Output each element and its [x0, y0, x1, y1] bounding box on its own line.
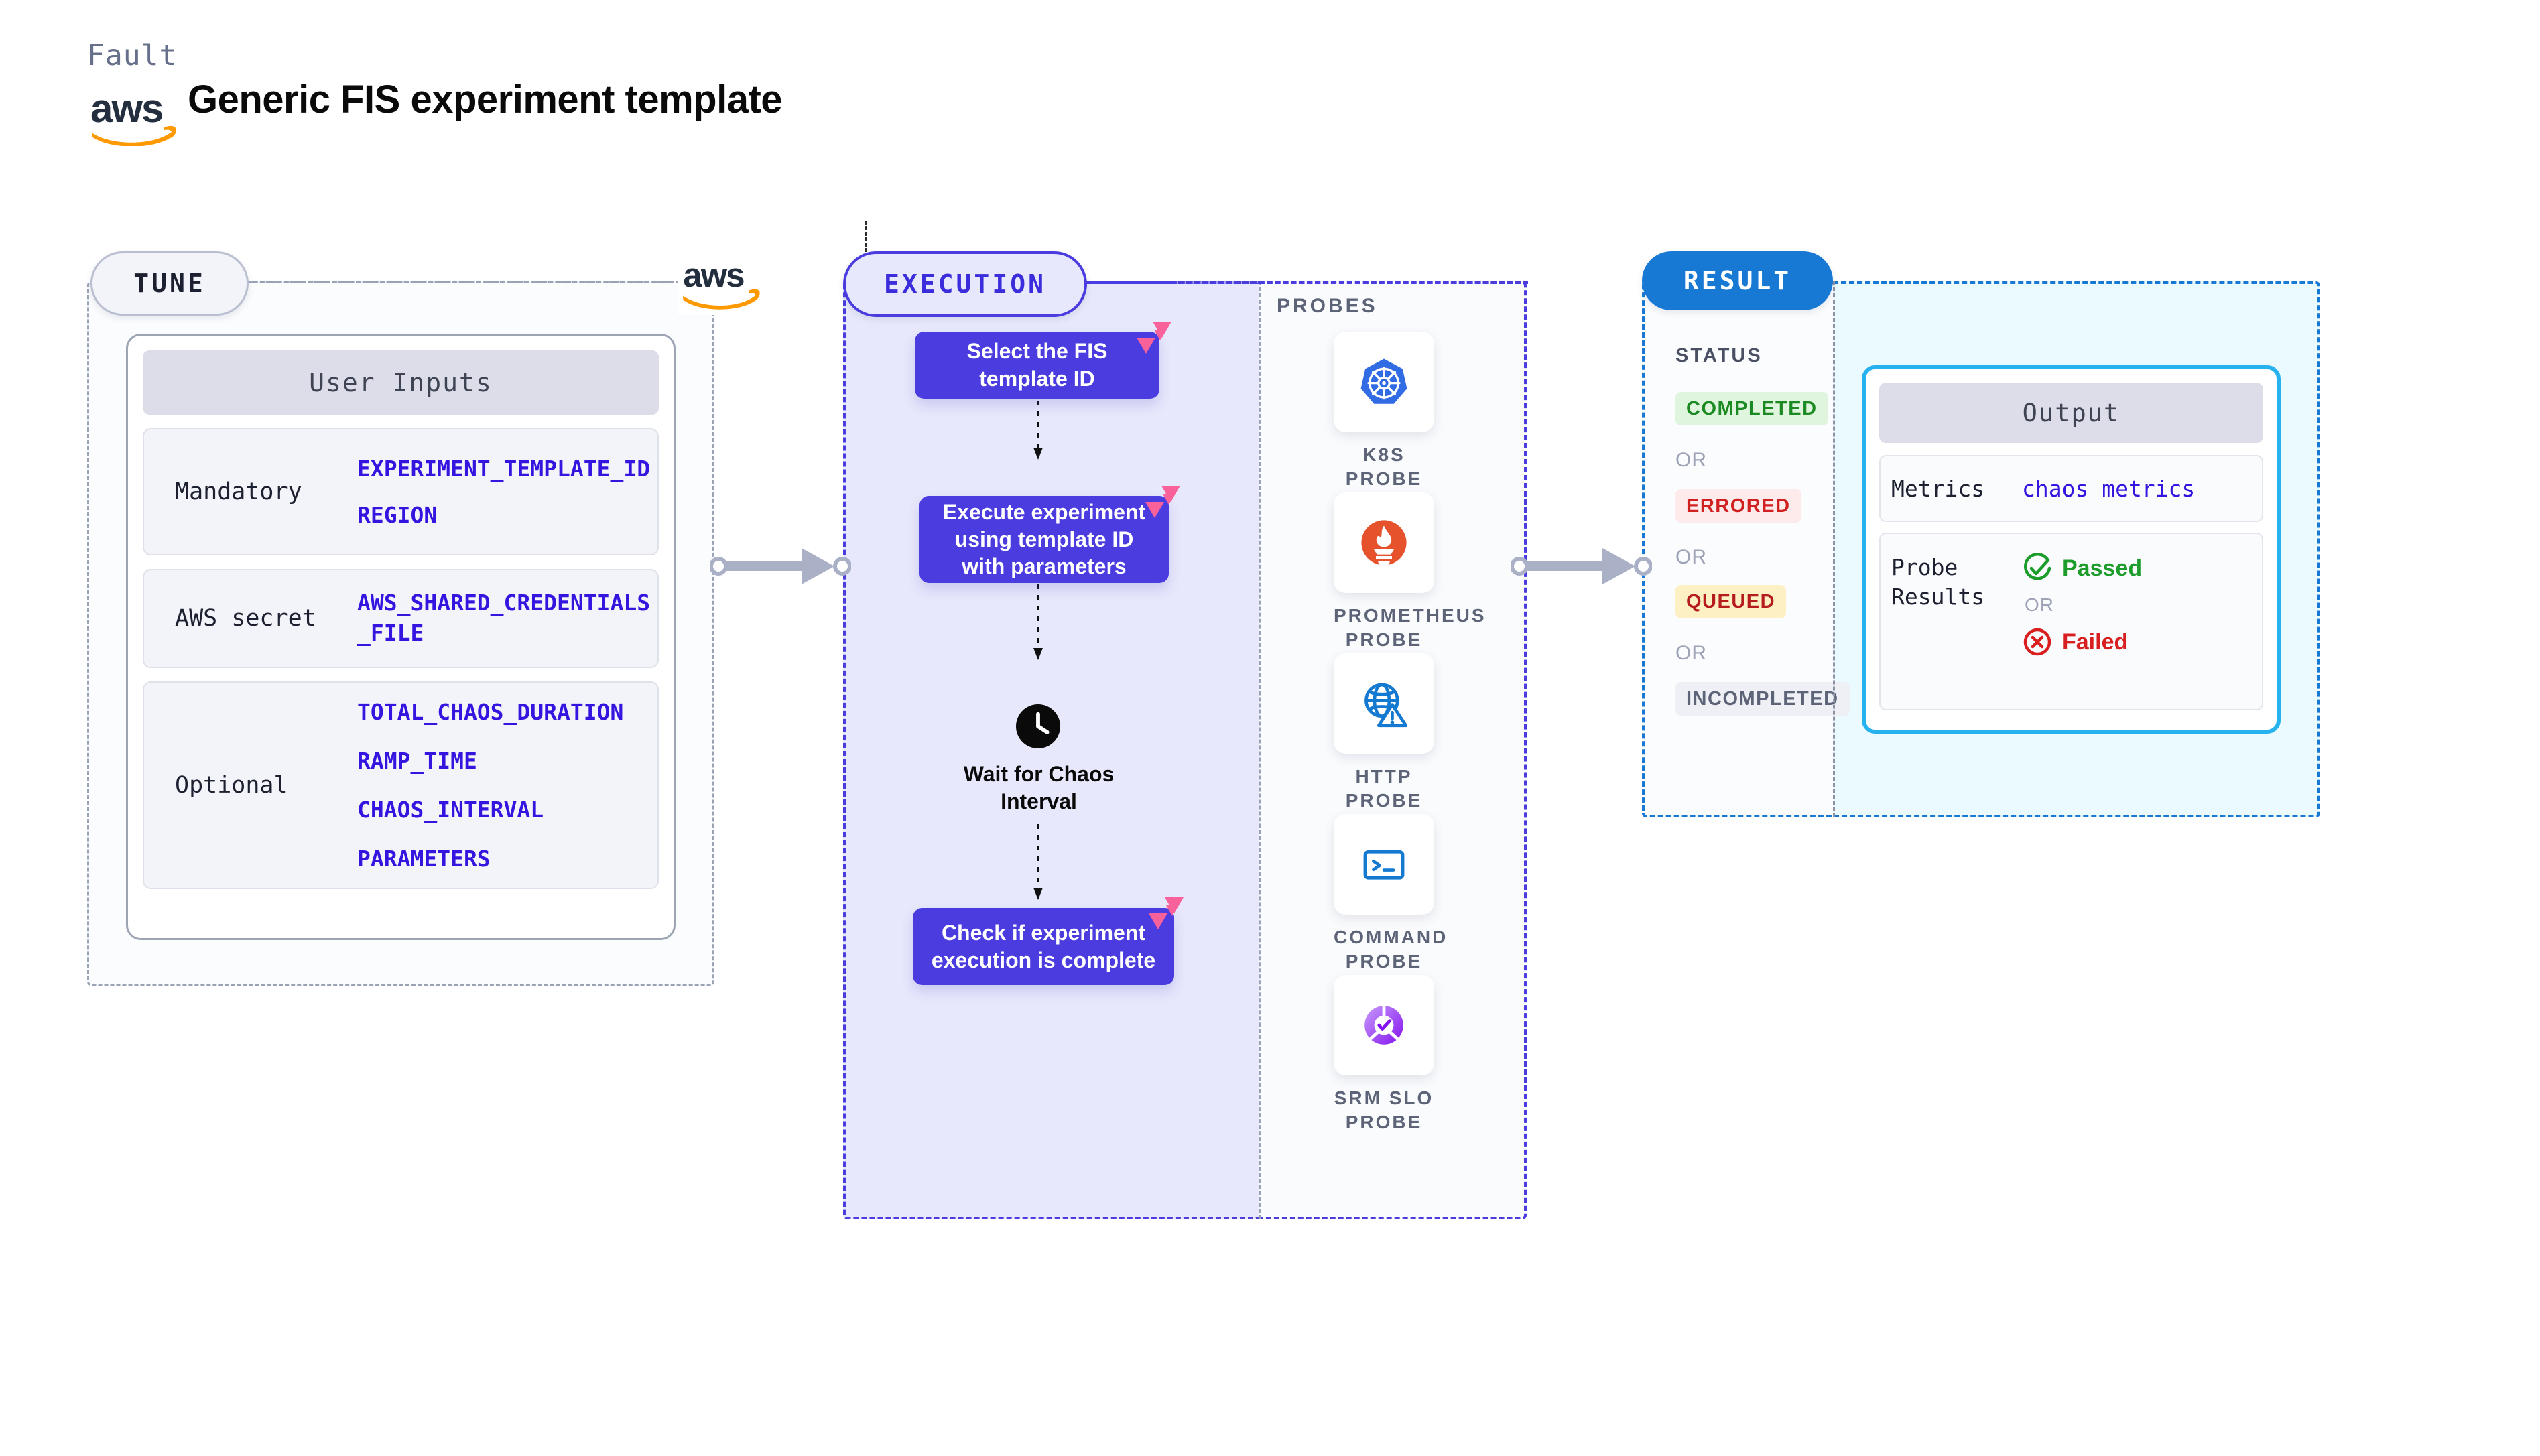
user-inputs-title: User Inputs: [143, 350, 659, 415]
probe-label: COMMAND PROBE: [1334, 927, 1448, 972]
env-var: TOTAL_CHAOS_DURATION: [357, 699, 624, 725]
terminal-icon: [1334, 814, 1434, 915]
or-label: OR: [1675, 546, 1707, 568]
failed-label: Failed: [2062, 628, 2129, 655]
input-group-label: Mandatory: [175, 478, 302, 505]
status-badge-queued: QUEUED: [1675, 585, 1787, 618]
flow-step-check-complete[interactable]: Check if experiment execution is complet…: [913, 908, 1174, 985]
env-var: REGION: [357, 502, 438, 528]
passed-label: Passed: [2062, 555, 2143, 581]
flow-step-wait-label: Wait for Chaos Interval: [963, 762, 1115, 813]
output-title: Output: [1879, 383, 2263, 443]
env-var: RAMP_TIME: [357, 748, 477, 774]
arrow-tune-to-execution: [709, 543, 852, 593]
probe-results-values: Passed OR Failed: [2022, 553, 2142, 657]
env-var: EXPERIMENT_TEMPLATE_ID: [357, 456, 651, 482]
flow-step-select-template[interactable]: Select the FIS template ID: [915, 332, 1159, 399]
probe-item-prometheus[interactable]: PROMETHEUS PROBE: [1334, 492, 1486, 653]
or-label: OR: [2025, 594, 2054, 615]
tune-section: User Inputs Mandatory EXPERIMENT_TEMPLAT…: [87, 281, 714, 986]
env-var: CHAOS_INTERVAL: [357, 797, 544, 823]
user-inputs-card: User Inputs Mandatory EXPERIMENT_TEMPLAT…: [126, 334, 676, 940]
check-circle-icon: [2023, 553, 2051, 580]
env-var: AWS_SHARED_CREDENTIALS _FILE: [357, 590, 651, 646]
env-var: PARAMETERS: [357, 846, 491, 872]
input-group-label: AWS secret: [175, 605, 316, 632]
probe-label: HTTP PROBE: [1345, 766, 1423, 811]
eyebrow-label: Fault: [87, 39, 178, 72]
probe-label: PROMETHEUS PROBE: [1334, 605, 1486, 651]
input-group-aws-secret: AWS secret AWS_SHARED_CREDENTIALS _FILE: [143, 569, 659, 668]
http-globe-warning-icon: [1334, 653, 1434, 754]
probe-item-http[interactable]: HTTP PROBE: [1334, 653, 1434, 813]
page-title: Generic FIS experiment template: [188, 78, 783, 121]
execution-top-tick: [865, 221, 867, 252]
input-group-mandatory: Mandatory EXPERIMENT_TEMPLATE_ID REGION: [143, 428, 659, 555]
aws-badge-icon: aws: [678, 248, 764, 315]
input-group-vars: TOTAL_CHAOS_DURATION RAMP_TIME CHAOS_INT…: [357, 701, 645, 870]
x-circle-icon: [2023, 628, 2051, 656]
output-card: Output Metrics chaos metrics Probe Resul…: [1862, 365, 2281, 734]
prometheus-icon: [1334, 492, 1434, 593]
flow-arrow-2: [1033, 584, 1043, 665]
input-group-vars: EXPERIMENT_TEMPLATE_ID REGION: [357, 458, 650, 526]
or-label: OR: [1675, 642, 1707, 664]
litmus-logo-icon: [1135, 320, 1173, 354]
execution-panel-divider: [1259, 281, 1261, 1219]
metrics-value[interactable]: chaos metrics: [2022, 475, 2196, 502]
arrow-execution-to-result: [1510, 543, 1653, 593]
litmus-logo-icon: [1144, 484, 1182, 518]
clock-icon: [1015, 704, 1061, 752]
probe-item-command[interactable]: COMMAND PROBE: [1334, 814, 1448, 974]
status-badge-errored: ERRORED: [1675, 489, 1801, 523]
svg-text:aws: aws: [90, 86, 162, 131]
page-header: Fault aws Generic FIS experiment templat…: [87, 39, 1159, 173]
flow-arrow-1: [1033, 401, 1043, 464]
tune-section-pill: TUNE: [90, 251, 249, 316]
or-label: OR: [1675, 449, 1707, 471]
probes-title: PROBES: [1277, 295, 1378, 317]
litmus-logo-icon: [1147, 896, 1185, 929]
execution-connector-line: [1076, 281, 1528, 284]
probe-item-srm-slo[interactable]: SRM SLO PROBE: [1334, 975, 1434, 1135]
probe-result-failed: Failed: [2022, 626, 2142, 657]
status-badge-completed: COMPLETED: [1675, 392, 1828, 425]
result-section-pill: RESULT: [1642, 251, 1833, 310]
metrics-label: Metrics: [1891, 475, 1985, 502]
execution-flow-panel: [843, 281, 1259, 1219]
aws-logo: aws: [89, 80, 178, 147]
probe-results-row: Probe Results Passed OR Failed: [1879, 533, 2263, 710]
probe-label: SRM SLO PROBE: [1334, 1087, 1434, 1133]
srm-slo-donut-icon: [1334, 975, 1434, 1075]
probe-result-passed: Passed: [2022, 553, 2142, 584]
status-title: STATUS: [1675, 345, 1763, 367]
kubernetes-icon: [1334, 332, 1434, 432]
result-status-panel: [1642, 281, 1833, 817]
tune-connector-line: [244, 281, 713, 283]
probe-results-label: Probe Results: [1891, 554, 1985, 610]
input-group-vars: AWS_SHARED_CREDENTIALS _FILE: [357, 588, 650, 648]
probe-item-k8s[interactable]: K8S PROBE: [1334, 332, 1434, 492]
input-group-label: Optional: [175, 772, 288, 799]
flow-step-execute-experiment[interactable]: Execute experiment using template ID wit…: [919, 496, 1169, 583]
result-panel-divider: [1833, 281, 1835, 817]
metrics-row: Metrics chaos metrics: [1879, 455, 2263, 522]
input-group-optional: Optional TOTAL_CHAOS_DURATION RAMP_TIME …: [143, 681, 659, 889]
probe-label: K8S PROBE: [1345, 444, 1423, 490]
svg-text:aws: aws: [683, 256, 744, 294]
status-badge-incompleted: INCOMPLETED: [1675, 682, 1850, 716]
flow-arrow-3: [1033, 824, 1043, 905]
execution-section-pill: EXECUTION: [843, 251, 1087, 317]
